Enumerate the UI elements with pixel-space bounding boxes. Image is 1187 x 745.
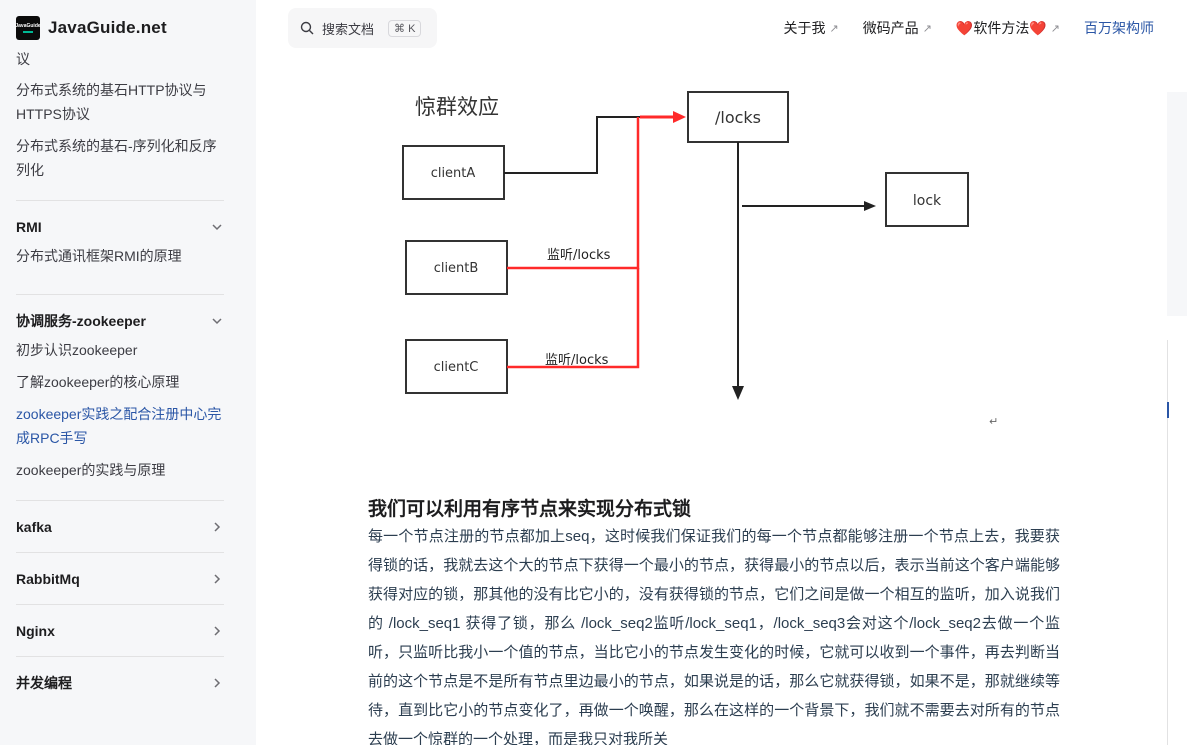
sidebar-section-kafka[interactable]: kafka bbox=[16, 500, 224, 552]
external-link-icon: ↗ bbox=[1050, 22, 1060, 35]
node-clientC-label: clientC bbox=[434, 360, 479, 375]
nav-link-label: 微码产品 bbox=[862, 20, 919, 36]
chevron-down-icon bbox=[212, 223, 222, 230]
edge-label-b: 监听/locks bbox=[547, 248, 611, 263]
sidebar-item-http-https[interactable]: 分布式系统的基石HTTP协议与HTTPS协议 bbox=[16, 82, 207, 122]
node-clientA-label: clientA bbox=[431, 166, 476, 181]
nav-link-label: 关于我 bbox=[783, 20, 826, 36]
search-icon bbox=[300, 21, 314, 35]
sidebar-section-rabbitmq[interactable]: RabbitMq bbox=[16, 552, 224, 604]
nav-link-architect[interactable]: 百万架构师 bbox=[1084, 18, 1154, 38]
node-lock-label: lock bbox=[913, 193, 942, 209]
sidebar-item-zk-intro[interactable]: 初步认识zookeeper bbox=[16, 342, 138, 358]
sidebar-item-truncated[interactable]: 议 bbox=[16, 52, 30, 67]
node-clientB-label: clientB bbox=[434, 261, 479, 276]
top-nav-bar: 搜索文档 ⌘ K 关于我↗ 微码产品↗ ❤️软件方法❤️↗ 百万架构师 bbox=[256, 0, 1187, 56]
edge-clientB-listen bbox=[507, 117, 640, 270]
article-heading: 我们可以利用有序节点来实现分布式锁 bbox=[368, 499, 692, 520]
node-clientB: clientB bbox=[405, 240, 508, 295]
sidebar-section-title: Nginx bbox=[16, 622, 55, 639]
sidebar-section-title: RabbitMq bbox=[16, 570, 80, 587]
herd-effect-diagram: 惊群效应 /locks lock clientA clientB clientC… bbox=[402, 91, 998, 428]
article-body: 每一个节点注册的节点都加上seq，这时候我们保证我们的每一个节点都能够注册一个节… bbox=[368, 528, 1060, 745]
search-placeholder: 搜索文档 bbox=[322, 21, 375, 37]
node-lock: lock bbox=[885, 172, 969, 227]
chevron-right-icon bbox=[214, 573, 221, 584]
nav-link-about[interactable]: 关于我↗ bbox=[783, 18, 838, 38]
sidebar-section-title: RMI bbox=[16, 218, 42, 235]
brand-logo-text: JavaGuide bbox=[15, 22, 41, 29]
nav-link-label: 百万架构师 bbox=[1084, 20, 1154, 36]
node-locks: /locks bbox=[687, 91, 789, 143]
diagram-title: 惊群效应 bbox=[415, 95, 499, 119]
brand-name: JavaGuide.net bbox=[48, 18, 167, 37]
sidebar-section-title: 协调服务-zookeeper bbox=[16, 312, 146, 329]
arrow-head-down bbox=[732, 386, 744, 400]
node-locks-label: /locks bbox=[715, 108, 761, 127]
nav-link-software-method[interactable]: ❤️软件方法❤️↗ bbox=[956, 18, 1060, 38]
nav-link-products[interactable]: 微码产品↗ bbox=[863, 18, 932, 38]
sidebar-section-title: kafka bbox=[16, 518, 52, 535]
sidebar-item-zk-practice[interactable]: zookeeper的实践与原理 bbox=[16, 462, 166, 478]
sidebar-section-nginx[interactable]: Nginx bbox=[16, 604, 224, 656]
edge-label-c: 监听/locks bbox=[545, 353, 609, 368]
sidebar-section-rmi[interactable]: RMI bbox=[16, 200, 224, 252]
external-link-icon: ↗ bbox=[922, 22, 932, 35]
edge-clientA-locks bbox=[504, 116, 640, 174]
external-link-icon: ↗ bbox=[829, 22, 839, 35]
node-clientA: clientA bbox=[402, 145, 505, 200]
sidebar-section-title: 并发编程 bbox=[16, 674, 72, 691]
sidebar-section-concurrency[interactable]: 并发编程 bbox=[16, 656, 224, 708]
chevron-right-icon bbox=[214, 625, 221, 636]
node-clientC: clientC bbox=[405, 339, 508, 394]
sidebar-item-serialization[interactable]: 分布式系统的基石-序列化和反序列化 bbox=[16, 138, 217, 178]
brand[interactable]: JavaGuide JavaGuide.net bbox=[15, 14, 167, 42]
right-panel-edge bbox=[1167, 92, 1187, 316]
search-button[interactable]: 搜索文档 ⌘ K bbox=[288, 8, 437, 48]
search-shortcut-badge: ⌘ K bbox=[388, 19, 422, 37]
sidebar-item-rmi-principle[interactable]: 分布式通讯框架RMI的原理 bbox=[16, 248, 182, 264]
sidebar-nav: 议 分布式系统的基石HTTP协议与HTTPS协议 分布式系统的基石-序列化和反序… bbox=[16, 52, 224, 708]
chevron-down-icon bbox=[212, 317, 222, 324]
sidebar-section-zookeeper[interactable]: 协调服务-zookeeper bbox=[16, 294, 224, 346]
sidebar-item-zk-rpc-active[interactable]: zookeeper实践之配合注册中心完成RPC手写 bbox=[16, 406, 222, 446]
brand-logo: JavaGuide bbox=[15, 16, 41, 40]
top-nav-links: 关于我↗ 微码产品↗ ❤️软件方法❤️↗ 百万架构师 bbox=[783, 0, 1154, 56]
toc-active-indicator bbox=[1167, 402, 1169, 418]
arrow-head-right bbox=[864, 201, 876, 211]
sidebar: JavaGuide JavaGuide.net 议 分布式系统的基石HTTP协议… bbox=[0, 0, 256, 745]
toc-border bbox=[1167, 340, 1168, 745]
sidebar-item-zk-core[interactable]: 了解zookeeper的核心原理 bbox=[16, 374, 180, 390]
arrow-head-red bbox=[673, 111, 686, 123]
chevron-right-icon bbox=[214, 521, 221, 532]
return-mark: ↵ bbox=[989, 415, 998, 428]
chevron-right-icon bbox=[214, 677, 221, 688]
nav-link-label: ❤️软件方法❤️ bbox=[955, 20, 1047, 36]
edge-clientC-listen bbox=[507, 268, 640, 369]
